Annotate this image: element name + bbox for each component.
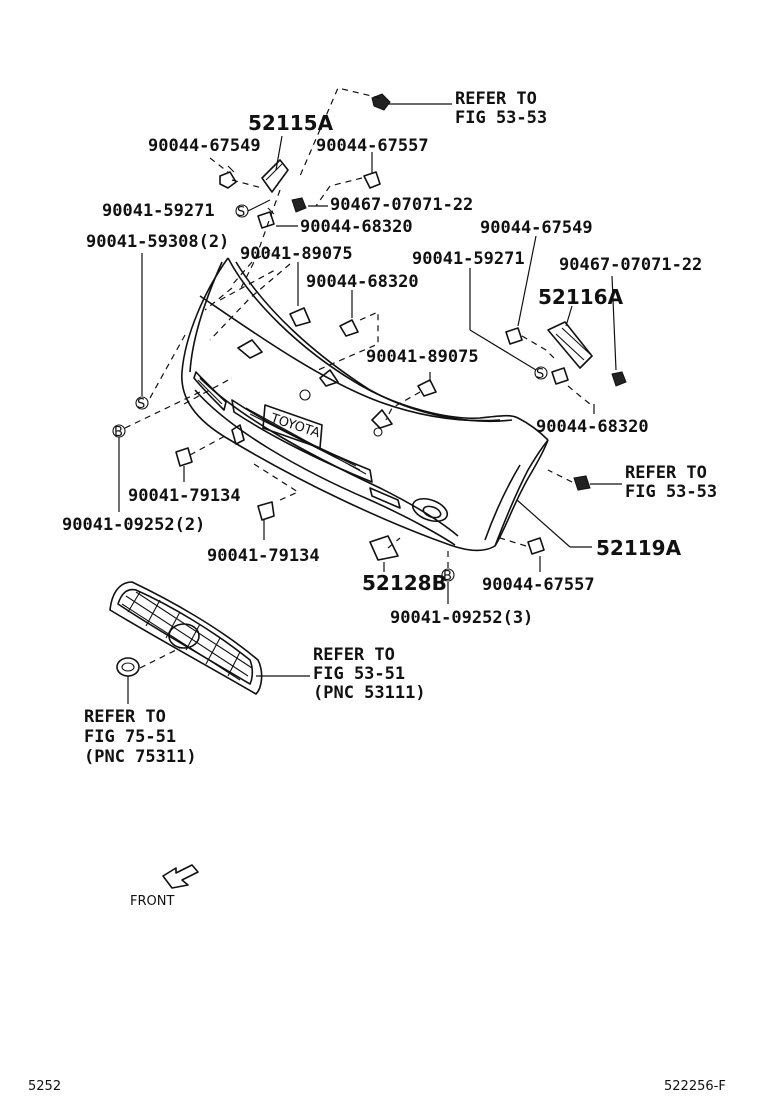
svg-text:B: B [114,425,123,440]
refer-grille-line3: (PNC 53111) [313,683,426,703]
front-label: FRONT [130,894,174,909]
svg-text:S: S [536,367,544,382]
nut-90041-79134-b [257,501,275,521]
clip-90044-67557-bottom [527,537,545,555]
label-90044-68320-top: 90044-68320 [300,217,413,237]
label-52115A: 52115A [248,111,334,135]
refer-grille-line2: FIG 53-51 [313,664,405,684]
label-90041-79134-b: 90041-79134 [207,546,320,566]
refer-emblem-line3: (PNC 75311) [84,747,197,767]
screw-90467-right [611,371,627,387]
label-90041-59271-left: 90041-59271 [102,201,215,221]
refer-emblem-line2: FIG 75-51 [84,727,176,747]
clip-90044-67549-left [219,165,237,189]
label-90041-89075-mid: 90041-89075 [366,347,479,367]
clip-90041-89075-mid [417,379,437,397]
label-90467-07071-22-right: 90467-07071-22 [559,255,702,275]
label-90044-68320-mid: 90044-68320 [306,272,419,292]
refer-right-line1: REFER TO [625,463,707,483]
footer-page-number: 5252 [28,1079,61,1094]
label-90044-67557-bottom: 90044-67557 [482,575,595,595]
symbol-s-right: S [534,366,548,382]
refer-emblem-line1: REFER TO [84,707,166,727]
label-90044-67549-right: 90044-67549 [480,218,593,238]
label-90041-59308: 90041-59308(2) [86,232,229,252]
clip-90044-68320-right [551,367,569,385]
symbol-b-right: B [441,568,455,584]
label-52128B: 52128B [362,571,447,595]
label-90044-67557-top: 90044-67557 [316,136,429,156]
emblem [116,657,140,677]
label-90041-59271-right: 90041-59271 [412,249,525,269]
clip-refer-right [573,475,591,491]
label-90041-09252-left: 90041-09252(2) [62,515,205,535]
label-90044-68320-right: 90044-68320 [536,417,649,437]
symbol-s-left: S [235,204,249,220]
footer-figure-code: 522256-F [664,1079,726,1094]
label-90041-89075-left: 90041-89075 [240,244,353,264]
svg-text:B: B [443,569,452,584]
label-52119A: 52119A [596,536,682,560]
refer-top-line1: REFER TO [455,89,537,109]
front-bumper-cover: TOYOTA [181,257,549,552]
nut-90041-79134-a [175,447,193,467]
front-direction-arrow-icon [162,864,199,889]
clip-90044-68320-mid [339,319,359,337]
label-90041-09252-right: 90041-09252(3) [390,608,533,628]
radiator-grille [109,581,263,695]
refer-grille-line1: REFER TO [313,645,395,665]
clip-90044-67557-top [363,171,381,189]
clip-90044-68320-top [257,207,275,229]
clip-90044-67549-right [505,327,523,345]
refer-right-line2: FIG 53-53 [625,482,717,502]
leader-lines [118,87,622,704]
screw-90467-left [291,197,307,213]
label-90467-07071-22-left: 90467-07071-22 [330,195,473,215]
symbol-s-text: S [237,205,245,220]
clip-top-refer [371,93,391,111]
cover-52128B [369,535,399,561]
symbol-s-bumper: S [135,396,149,412]
clip-90041-89075-left [289,307,311,327]
label-52116A: 52116A [538,285,624,309]
callout-labels: REFER TO FIG 53-53 52115A 90044-67549 90… [62,89,717,767]
label-90044-67549-left: 90044-67549 [148,136,261,156]
svg-text:S: S [137,397,145,412]
retainer-52115A [261,159,289,193]
refer-top-line2: FIG 53-53 [455,108,547,128]
label-90041-79134-a: 90041-79134 [128,486,241,506]
retainer-52116A [547,321,593,369]
